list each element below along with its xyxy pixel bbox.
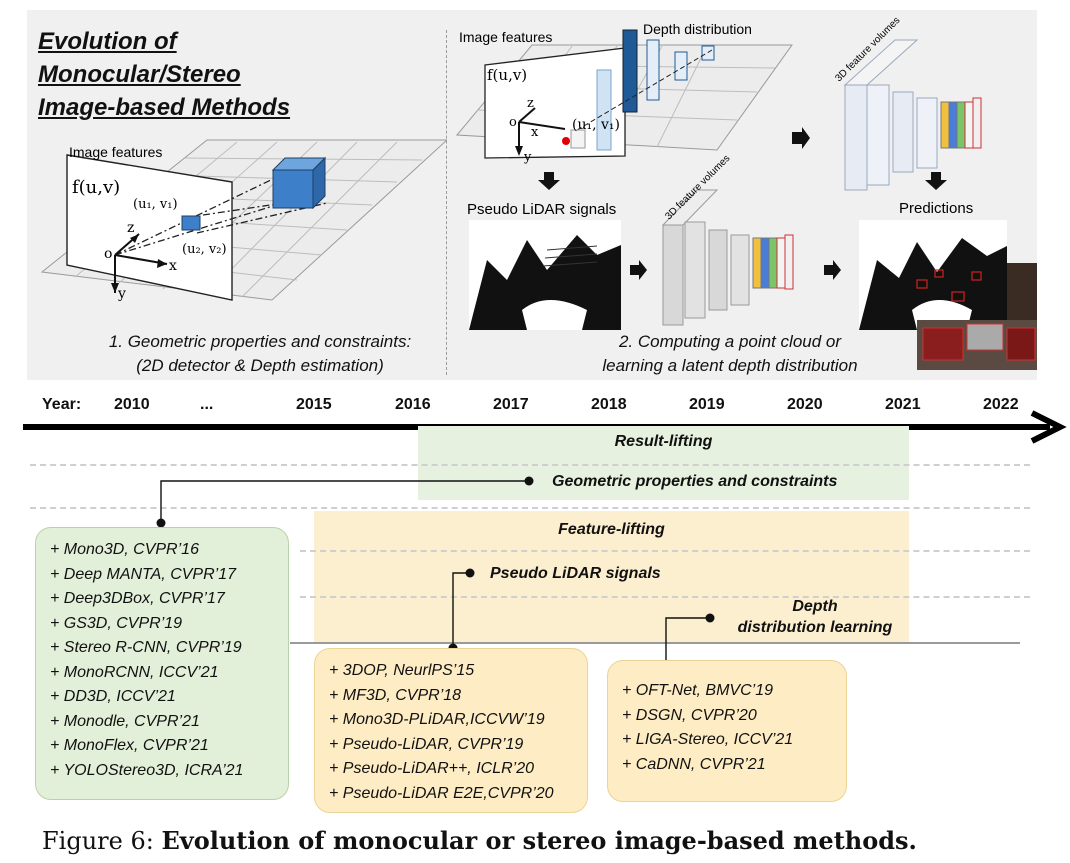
image-features-label: Image features bbox=[69, 144, 162, 160]
year-2015: 2015 bbox=[296, 396, 332, 413]
axis-z-right: z bbox=[527, 96, 534, 111]
method-item: + Deep3DBox, CVPR’17 bbox=[50, 590, 225, 607]
axis-o: o bbox=[104, 246, 112, 262]
f-uv-label-right: f(u,v) bbox=[487, 66, 527, 84]
method-item: + Stereo R-CNN, CVPR’19 bbox=[50, 639, 242, 656]
predictions-image bbox=[859, 220, 1037, 370]
year-2022: 2022 bbox=[983, 396, 1019, 413]
figure-label: Figure 6: bbox=[42, 827, 154, 855]
method-item: + MonoFlex, CVPR’21 bbox=[50, 737, 209, 754]
axis-z: z bbox=[127, 220, 134, 236]
dashed-row-1 bbox=[30, 464, 1030, 466]
axis-o-right: o bbox=[509, 115, 517, 130]
figure-caption-text: Evolution of monocular or stereo image-b… bbox=[161, 826, 917, 855]
year-2016: 2016 bbox=[395, 396, 431, 413]
method-item: + MonoRCNN, ICCV’21 bbox=[50, 663, 219, 681]
method-item: + Pseudo-LiDAR E2E,CVPR’20 bbox=[329, 784, 554, 802]
year-label: Year: bbox=[42, 396, 82, 413]
method-item: + 3DOP, NeurlPS’15 bbox=[329, 662, 475, 679]
geometric-title: Geometric properties and constraints bbox=[552, 473, 838, 490]
left-caption-line-2: (2D detector & Depth estimation) bbox=[136, 356, 384, 375]
method-item: + CaDNN, CVPR’21 bbox=[622, 755, 766, 773]
method-item: + LIGA-Stereo, ICCV’21 bbox=[622, 731, 794, 748]
figure-caption: Figure 6: Evolution of monocular or ster… bbox=[42, 826, 917, 855]
method-item: + Mono3D, CVPR’16 bbox=[50, 541, 199, 558]
predictions-label: Predictions bbox=[899, 200, 973, 217]
u1v1-label: (u₁, v₁) bbox=[133, 197, 178, 212]
method-item: + GS3D, CVPR’19 bbox=[50, 614, 183, 632]
method-item: + YOLOStereo3D, ICRA’21 bbox=[50, 761, 244, 779]
u2v2-label: (u₂, v₂) bbox=[182, 242, 227, 257]
cube-3d bbox=[271, 156, 327, 210]
method-item: + Monodle, CVPR’21 bbox=[50, 712, 200, 730]
year-2019: 2019 bbox=[689, 396, 725, 413]
depth-methods-box: + OFT-Net, BMVC’19 + DSGN, CVPR’20 + LIG… bbox=[607, 660, 847, 802]
connector-geometric bbox=[160, 480, 529, 523]
title-line-3: Image-based Methods bbox=[38, 94, 291, 121]
geometric-methods-box: + Mono3D, CVPR’16 + Deep MANTA, CVPR’17 … bbox=[35, 527, 289, 800]
u1v1-label-right: (u₁, v₁) bbox=[572, 117, 620, 133]
year-2010: 2010 bbox=[114, 396, 150, 413]
right-caption: 2. Computing a point cloud or learning a… bbox=[560, 332, 900, 376]
left-caption: 1. Geometric properties and constraints:… bbox=[60, 332, 460, 376]
depth-learning-title-line-2: distribution learning bbox=[737, 619, 893, 636]
panel-title: Evolution of Monocular/Stereo Image-base… bbox=[38, 28, 290, 122]
pseudo-lidar-label: Pseudo LiDAR signals bbox=[467, 201, 616, 218]
method-item: + Pseudo-LiDAR++, ICLR’20 bbox=[329, 760, 534, 777]
year-2020: 2020 bbox=[787, 396, 823, 413]
depth-learning-title-line-1: Depth bbox=[792, 598, 838, 615]
right-caption-line-2: learning a latent depth distribution bbox=[602, 356, 858, 375]
axis-x-right: x bbox=[531, 125, 539, 140]
title-line-1: Evolution of bbox=[38, 28, 177, 55]
flow-arrows bbox=[538, 127, 947, 280]
image-plane bbox=[66, 154, 233, 301]
axis-x: x bbox=[169, 258, 177, 274]
geometric-illustration: Image features f(u,v) o x y z (u₁, v₁) (… bbox=[40, 139, 447, 302]
pseudo-lidar-image bbox=[469, 220, 621, 330]
depth-learning-title: Depth distribution learning bbox=[700, 598, 930, 637]
year-2021: 2021 bbox=[885, 396, 921, 413]
image-features-label-right: Image features bbox=[459, 29, 552, 45]
connector-pseudo-lidar bbox=[452, 572, 470, 648]
year-2018: 2018 bbox=[591, 396, 627, 413]
f-uv-label: f(u,v) bbox=[72, 177, 120, 198]
depth-bins bbox=[576, 29, 715, 151]
pseudo-lidar-methods-box: + 3DOP, NeurlPS’15 + MF3D, CVPR’18 + Mon… bbox=[314, 648, 588, 813]
year-ellipsis: ... bbox=[200, 396, 214, 413]
feature-volumes-top: 3D feature volumes bbox=[833, 15, 982, 191]
result-lifting-band bbox=[418, 426, 909, 500]
method-item: + MF3D, CVPR’18 bbox=[329, 686, 462, 704]
baseline-rule bbox=[290, 642, 1020, 644]
axis-y: y bbox=[117, 286, 126, 302]
dashed-row-4 bbox=[300, 596, 1030, 598]
dashed-row-3 bbox=[300, 550, 1030, 552]
method-item: + Mono3D-PLiDAR,ICCVW’19 bbox=[329, 711, 545, 728]
right-caption-line-1: 2. Computing a point cloud or bbox=[618, 332, 842, 351]
dashed-row-2 bbox=[30, 507, 1030, 509]
result-lifting-title: Result-lifting bbox=[614, 433, 713, 450]
title-line-2: Monocular/Stereo bbox=[38, 61, 241, 88]
panel-divider bbox=[446, 30, 447, 375]
depth-distribution-label: Depth distribution bbox=[643, 21, 752, 37]
method-item: + DD3D, ICCV’21 bbox=[50, 688, 176, 705]
year-2017: 2017 bbox=[493, 396, 529, 413]
method-item: + Pseudo-LiDAR, CVPR’19 bbox=[329, 735, 524, 753]
method-item: + OFT-Net, BMVC’19 bbox=[622, 682, 774, 699]
projected-point bbox=[562, 137, 570, 145]
box-2d bbox=[181, 215, 201, 231]
feature-lifting-band bbox=[314, 511, 909, 642]
feature-lifting-title: Feature-lifting bbox=[558, 521, 665, 538]
axis-y-right: y bbox=[523, 150, 532, 165]
connector-depth bbox=[665, 617, 710, 672]
depth-illustration: Image features f(u,v) Depth distribution… bbox=[455, 15, 1037, 370]
method-item: + DSGN, CVPR’20 bbox=[622, 706, 757, 724]
pseudo-lidar-title: Pseudo LiDAR signals bbox=[490, 565, 661, 582]
left-caption-line-1: 1. Geometric properties and constraints: bbox=[108, 332, 412, 351]
method-item: + Deep MANTA, CVPR’17 bbox=[50, 565, 236, 583]
